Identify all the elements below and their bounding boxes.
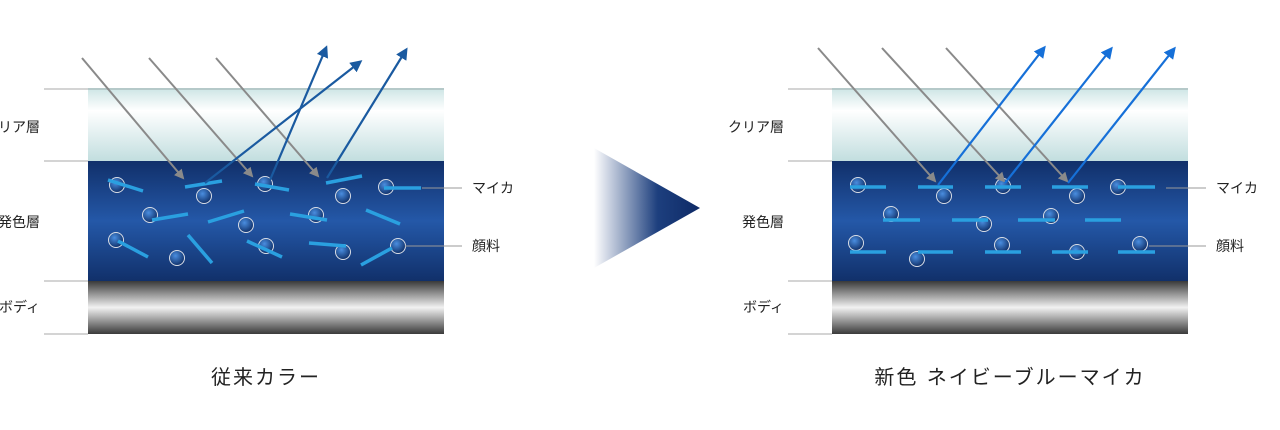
pigment-particle (936, 188, 952, 204)
pigment-particle (196, 188, 212, 204)
mica-flake (360, 246, 393, 267)
pigment-particle (1069, 188, 1085, 204)
mica-flake (151, 212, 189, 222)
layer-label-color: 発色層 (742, 214, 784, 231)
caption-conventional: 従来カラー (211, 365, 321, 389)
pigment-particle (169, 250, 185, 266)
clear-layer (88, 89, 444, 161)
layer-label-color: 発色層 (0, 214, 40, 231)
pigment-particle (848, 235, 864, 251)
layer-label-clear: クリア層 (0, 120, 40, 136)
reflected-light-arrow (1004, 46, 1113, 184)
mica-callout-label: マイカ (1216, 181, 1258, 197)
reflected-light-arrow (268, 45, 329, 181)
reflected-light-arrow (326, 47, 408, 179)
reflected-light-arrow (1067, 46, 1176, 184)
pigment-particle (850, 177, 866, 193)
pigment-particle (1132, 236, 1148, 252)
caption-new-color: 新色 ネイビーブルーマイカ (874, 365, 1145, 389)
pigment-particle (335, 188, 351, 204)
clear-layer (832, 89, 1188, 161)
layer-label-body: ボディ (743, 299, 784, 316)
pigment-particle (909, 251, 925, 267)
mica-flake (289, 212, 328, 222)
pigment-callout-label: 顔料 (1216, 239, 1244, 255)
mica-flake (107, 178, 144, 193)
mica-flake (308, 241, 347, 248)
mica-flake (254, 182, 290, 192)
body-layer (88, 281, 444, 334)
mica-flake (325, 174, 363, 185)
incident-light-arrow (81, 57, 185, 180)
mica-flake (365, 208, 401, 226)
reflected-light-arrow (204, 60, 363, 184)
reflected-light-arrow (937, 45, 1046, 186)
incident-light-arrow (817, 47, 937, 183)
mica-flake (117, 239, 149, 259)
pigment-particle (108, 232, 124, 248)
incident-light-arrow (945, 47, 1069, 183)
incident-light-arrow (148, 57, 254, 178)
pigment-callout-label: 顔料 (472, 239, 500, 255)
mica-flake (184, 179, 223, 189)
incident-light-arrow (215, 57, 320, 178)
layer-label-clear: クリア層 (728, 120, 784, 136)
mica-flake (246, 239, 283, 259)
layer-label-body: ボディ (0, 299, 40, 316)
mica-callout-label: マイカ (472, 181, 514, 197)
transition-arrow-icon (594, 148, 700, 268)
incident-light-arrow (881, 47, 1006, 183)
mica-flake (186, 233, 214, 265)
pigment-particle (238, 217, 254, 233)
body-layer (832, 281, 1188, 334)
mica-flake (207, 209, 245, 224)
pigment-particle (390, 238, 406, 254)
